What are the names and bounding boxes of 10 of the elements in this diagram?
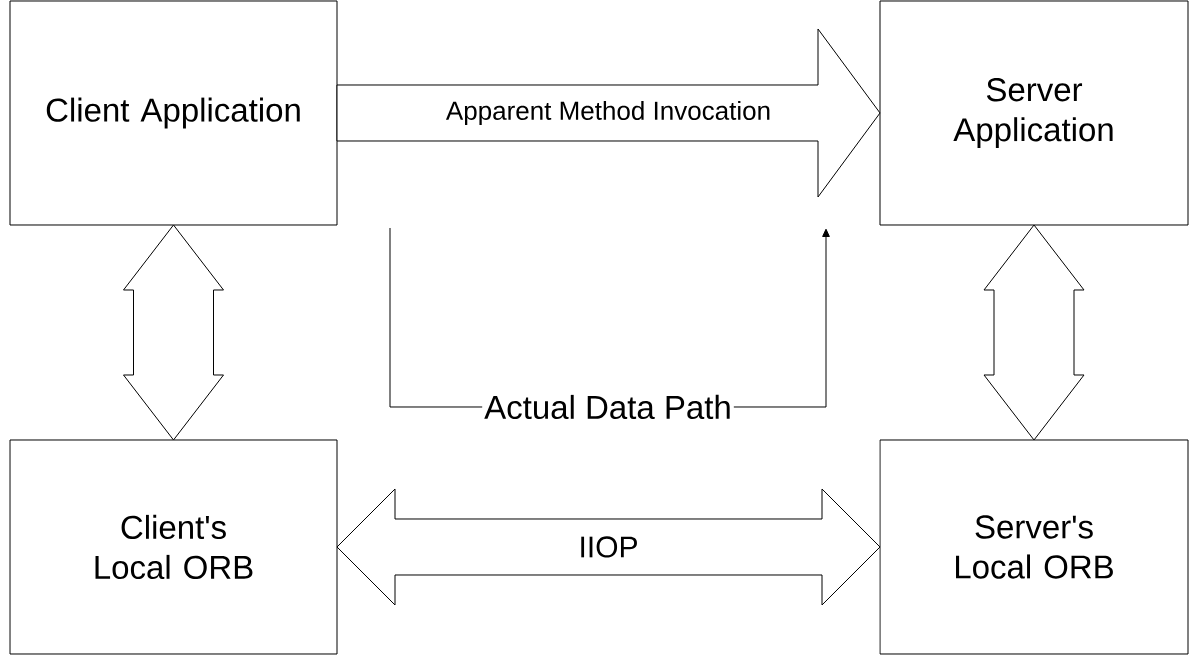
block-arrow (123, 224, 224, 441)
process-box: Client Application (9, 0, 338, 226)
process-box: Server's Local ORB (879, 439, 1189, 655)
block-arrow (983, 224, 1085, 441)
process-box: Client's Local ORB (9, 439, 338, 655)
process-box: Server Application (879, 0, 1189, 226)
edge-label: IIOP (576, 534, 641, 560)
edge-label: Actual Data Path (482, 392, 734, 422)
edge-label: Apparent Method Invocation (443, 98, 774, 128)
block-arrow (336, 488, 881, 606)
